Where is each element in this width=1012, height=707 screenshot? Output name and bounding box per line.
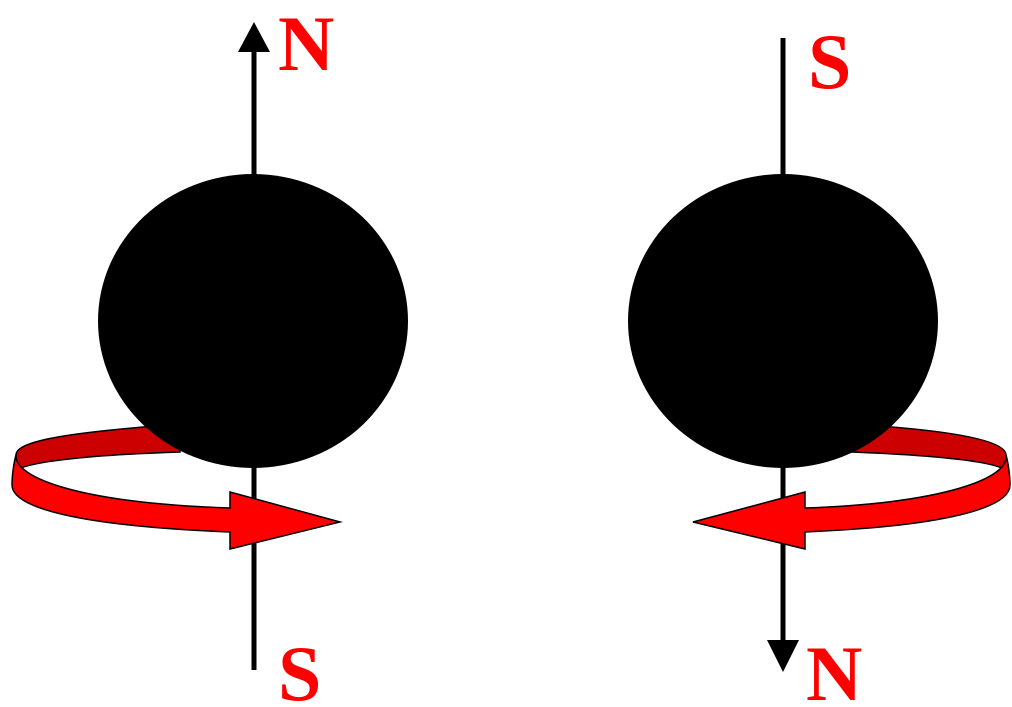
left-rotation-arrow-right-icon xyxy=(11,454,343,550)
left-axis-arrowhead-up-icon xyxy=(238,22,270,52)
right-top-pole-label: S xyxy=(808,18,851,105)
right-bottom-pole-label: N xyxy=(806,630,862,707)
right-sphere xyxy=(628,174,938,468)
right-particle: S N xyxy=(628,18,1011,707)
left-particle: N S xyxy=(11,0,408,707)
left-rotation-ribbon-back xyxy=(15,423,181,473)
left-sphere xyxy=(98,174,408,468)
left-bottom-pole-label: S xyxy=(278,630,321,707)
left-top-pole-label: N xyxy=(278,0,334,87)
right-axis-arrowhead-down-icon xyxy=(767,640,799,672)
right-rotation-arrow-left-icon xyxy=(692,454,1011,550)
